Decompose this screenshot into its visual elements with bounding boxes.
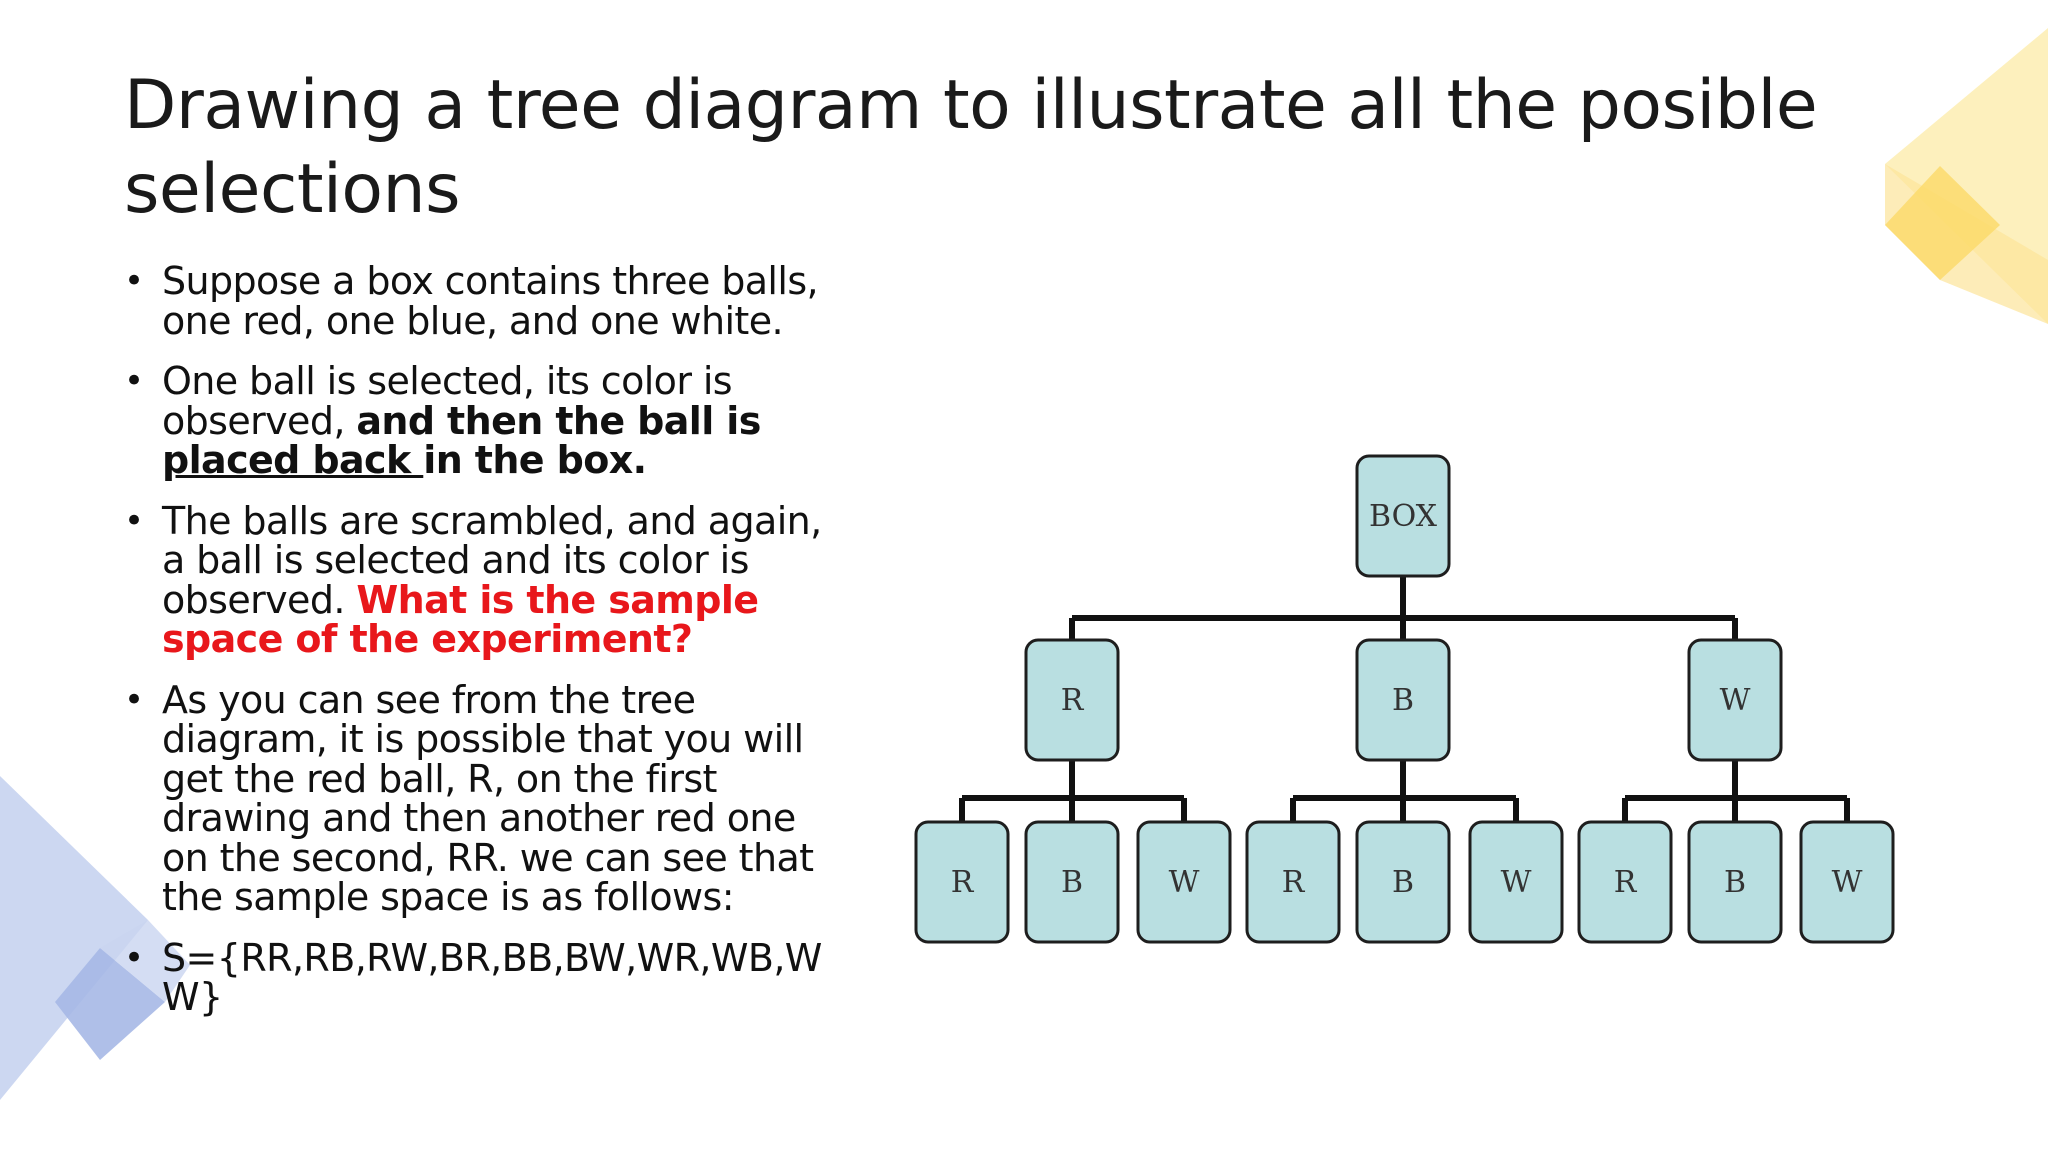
tree-node-level2: B bbox=[1024, 820, 1120, 944]
bullet-item: Suppose a box contains three balls, one … bbox=[124, 259, 844, 343]
node-label: R bbox=[951, 865, 975, 900]
tree-node-level2: R bbox=[1577, 820, 1673, 944]
slide-title: Drawing a tree diagram to illustrate all… bbox=[124, 66, 1818, 229]
tree-node-level1: B bbox=[1355, 638, 1451, 762]
bullet-text: Suppose a box contains three balls, one … bbox=[162, 259, 819, 343]
bullet-item: One ball is selected, its color is obser… bbox=[124, 359, 844, 482]
node-label: W bbox=[1720, 683, 1751, 718]
bullet-underlined-text: placed back bbox=[162, 438, 424, 482]
bullet-text: One ball is selected, its color is obser… bbox=[162, 359, 733, 443]
tree-node-root: BOX bbox=[1355, 454, 1451, 578]
node-label: W bbox=[1169, 865, 1200, 900]
tree-node-level2: B bbox=[1687, 820, 1783, 944]
tree-node-level2: W bbox=[1468, 820, 1564, 944]
bullet-bold-text: in the box. bbox=[423, 438, 647, 482]
tree-node-level2: W bbox=[1799, 820, 1895, 944]
tree-diagram: BOX R B W R B W R B W R B W bbox=[914, 454, 1895, 944]
tree-node-level2: R bbox=[1245, 820, 1341, 944]
node-label: W bbox=[1501, 865, 1532, 900]
tree-node-level1: W bbox=[1687, 638, 1783, 762]
sample-space-text: S={RR,RB,RW,BR,BB,BW,WR,WB,WW} bbox=[162, 935, 822, 1019]
bullet-text: As you can see from the tree diagram, it… bbox=[162, 677, 814, 919]
tree-node-level2: W bbox=[1136, 820, 1232, 944]
node-label: W bbox=[1832, 865, 1863, 900]
node-label: B bbox=[1392, 865, 1414, 900]
bullet-list: Suppose a box contains three balls, one … bbox=[124, 259, 844, 1039]
tree-node-level1: R bbox=[1024, 638, 1120, 762]
tree-node-level2: R bbox=[914, 820, 1010, 944]
bullet-text: The balls are scrambled, and again, a ba… bbox=[162, 498, 822, 622]
node-label: B bbox=[1724, 865, 1746, 900]
bullet-highlight-text: What is the sample space of the experime… bbox=[162, 577, 759, 661]
node-label: B bbox=[1061, 865, 1083, 900]
node-label: BOX bbox=[1369, 499, 1438, 534]
bullet-item: As you can see from the tree diagram, it… bbox=[124, 677, 844, 919]
node-label: B bbox=[1392, 683, 1414, 718]
bullet-bold-text: and then the ball is bbox=[356, 398, 761, 443]
node-label: R bbox=[1282, 865, 1306, 900]
node-label: R bbox=[1061, 683, 1085, 718]
node-label: R bbox=[1614, 865, 1638, 900]
tree-node-level2: B bbox=[1355, 820, 1451, 944]
bullet-item: S={RR,RB,RW,BR,BB,BW,WR,WB,WW} bbox=[124, 935, 852, 1019]
tree-edges bbox=[959, 576, 1850, 822]
bullet-item: The balls are scrambled, and again, a ba… bbox=[124, 498, 844, 661]
